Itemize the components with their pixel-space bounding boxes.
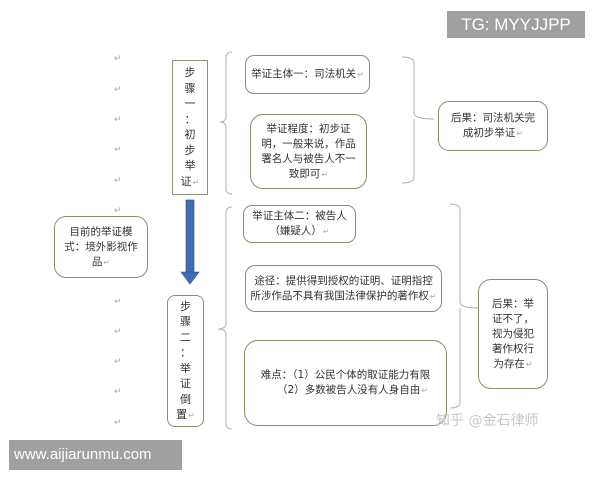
- step2-result-line: 著作权行: [492, 342, 534, 355]
- current-mode-box: 目前的举证模 式：境外影视作 品↵: [54, 216, 148, 278]
- step2-subject-box: 举证主体二：被告人 （嫌疑人）↵: [243, 205, 356, 243]
- step2-difficulty-box: 难点：（1）公民个体的取证能力有限 （2）多数被告人没有人身自由↵: [244, 340, 447, 426]
- paragraph-mark: ↵: [114, 297, 122, 307]
- paragraph-mark: ↵: [114, 176, 122, 186]
- step2-char: 倒: [179, 392, 191, 406]
- step2-left-brace: [217, 206, 233, 430]
- step2-method-line: 途径：提供得到授权的证明、证明指控: [254, 274, 433, 287]
- step2-right-brace: [449, 203, 479, 409]
- step1-box: 步 骤 一 ： 初 步 举 证↵: [172, 60, 208, 195]
- step2-result-box: 后果：举 证不了， 视为侵犯 著作权行 为存在↵: [478, 279, 548, 389]
- step1-result-line: 后果：司法机关完: [451, 112, 535, 124]
- paragraph-mark: ↵: [114, 85, 122, 95]
- step2-char: 举: [179, 361, 191, 375]
- down-arrow-icon: [180, 199, 200, 285]
- paragraph-mark: ↵: [114, 115, 122, 125]
- step1-char: 步: [184, 143, 196, 157]
- current-mode-line: 式：境外影视作: [64, 240, 138, 253]
- step1-subject-text: 举证主体一：司法机关↵: [251, 68, 364, 80]
- step1-degree-line: 明，一般来说，作品: [261, 137, 356, 150]
- step2-char: 步: [179, 299, 191, 313]
- step2-char: 二: [179, 330, 191, 344]
- watermark-url: www.aijiarunmu.com: [9, 440, 182, 470]
- step2-difficulty-line: 难点：（1）公民个体的取证能力有限: [260, 369, 431, 381]
- step2-result-line: 证不了，: [492, 312, 534, 325]
- step2-subject-line: （嫌疑人）↵: [269, 225, 330, 237]
- step2-box: 步 骤 二 ： 举 证 倒 置↵: [167, 295, 204, 427]
- step1-char: 骤: [184, 81, 196, 95]
- step2-result-line: 视为侵犯: [492, 327, 534, 340]
- step2-char: ：: [179, 346, 191, 359]
- step2-result-line: 为存在↵: [493, 357, 533, 370]
- step2-method-line: 所涉作品不具有我国法律保护的著作权↵: [250, 289, 437, 302]
- step2-char: 证: [179, 377, 191, 390]
- paragraph-mark: ↵: [114, 145, 122, 155]
- step2-char: 骤: [179, 315, 191, 328]
- step1-char: ：: [184, 112, 196, 126]
- step1-char: 步: [184, 66, 196, 79]
- paragraph-mark: ↵: [114, 54, 122, 64]
- step1-subject-box: 举证主体一：司法机关↵: [245, 55, 370, 94]
- step2-method-box: 途径：提供得到授权的证明、证明指控 所涉作品不具有我国法律保护的著作权↵: [245, 265, 442, 312]
- paragraph-mark: ↵: [114, 327, 122, 337]
- step1-char: 初: [184, 128, 196, 141]
- step1-degree-line: 署名人与被告人不一: [261, 152, 356, 165]
- step1-degree-line: 致即可↵: [288, 167, 329, 180]
- step1-result-line: 成初步举证↵: [462, 127, 524, 139]
- step1-left-brace: [219, 51, 233, 195]
- step2-result-line: 后果：举: [492, 297, 534, 310]
- paragraph-mark: ↵: [114, 206, 122, 216]
- step1-right-brace: [401, 56, 435, 184]
- step1-char: 举: [184, 159, 196, 172]
- paragraph-mark: ↵: [114, 387, 122, 397]
- step2-subject-line: 举证主体二：被告人: [252, 210, 347, 222]
- step1-char: 证↵: [180, 174, 200, 188]
- current-mode-line: 品↵: [91, 255, 111, 268]
- watermark-zhihu: 知乎 @金石律师: [436, 413, 539, 429]
- step1-degree-line: 举证程度：初步证: [266, 122, 351, 135]
- step2-char: 置↵: [176, 408, 195, 421]
- step1-degree-box: 举证程度：初步证 明，一般来说，作品 署名人与被告人不一 致即可↵: [250, 114, 367, 189]
- step1-result-box: 后果：司法机关完 成初步举证↵: [438, 101, 548, 151]
- paragraph-mark: ↵: [114, 357, 122, 367]
- current-mode-line: 目前的举证模: [69, 225, 133, 238]
- step2-difficulty-line: （2）多数被告人没有人身自由↵: [277, 384, 428, 396]
- paragraph-mark: ↵: [114, 418, 122, 428]
- watermark-tg: TG: MYYJJPP: [447, 11, 585, 38]
- step1-char: 一: [184, 97, 196, 110]
